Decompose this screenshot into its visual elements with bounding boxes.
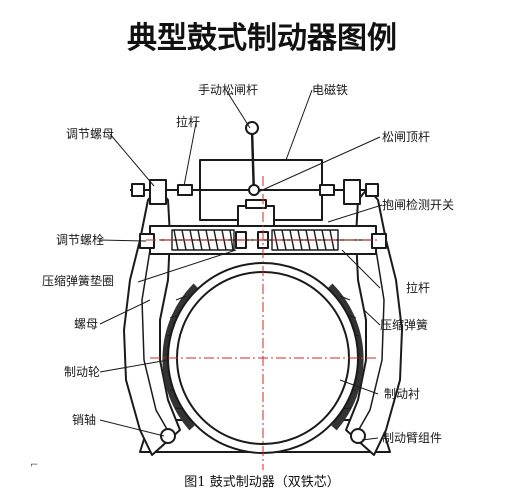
label-pin-shaft: 销轴 — [72, 412, 96, 427]
label-spring-seat: 压缩弹簧垫圈 — [42, 273, 114, 288]
label-brake-lining: 制动衬 — [384, 387, 420, 401]
label-manual-release-lever: 手动松闸杆 — [198, 83, 258, 97]
figure-caption: 图1 鼓式制动器（双铁芯） — [184, 475, 339, 490]
label-electromagnet: 电磁铁 — [312, 82, 348, 97]
right-rod-nut — [365, 183, 379, 197]
label-compression-spring: 压缩弹簧 — [380, 317, 428, 332]
label-pull-rod: 拉杆 — [176, 114, 200, 129]
label-release-switch: 抱闸检测开关 — [382, 197, 454, 212]
corner-mark: ⌐ — [30, 460, 38, 471]
right-brake-shoe — [327, 283, 364, 431]
label-nut: 螺母 — [74, 317, 98, 331]
label-tie-rod: 拉杆 — [406, 280, 430, 295]
label-brake-wheel: 制动轮 — [64, 365, 100, 379]
left-rod-nut — [131, 183, 145, 197]
label-release-lever: 松闸顶杆 — [382, 130, 430, 144]
left-brake-shoe — [162, 283, 199, 431]
right-pin-shaft — [350, 428, 366, 444]
left-pin-shaft — [160, 428, 176, 444]
diagram-title: 典型鼓式制动器图例 — [127, 21, 397, 56]
label-adjusting-bolt: 调节螺栓 — [56, 232, 104, 247]
right-arm-inner — [353, 249, 385, 439]
leader-lines — [99, 89, 383, 441]
label-brake-shoe-assembly: 制动臂组件 — [382, 431, 442, 445]
manual-lever-knob — [245, 121, 259, 135]
center-lines — [146, 176, 380, 470]
label-adjusting-nut: 调节螺母 — [66, 127, 114, 141]
left-arm-inner — [141, 249, 173, 439]
